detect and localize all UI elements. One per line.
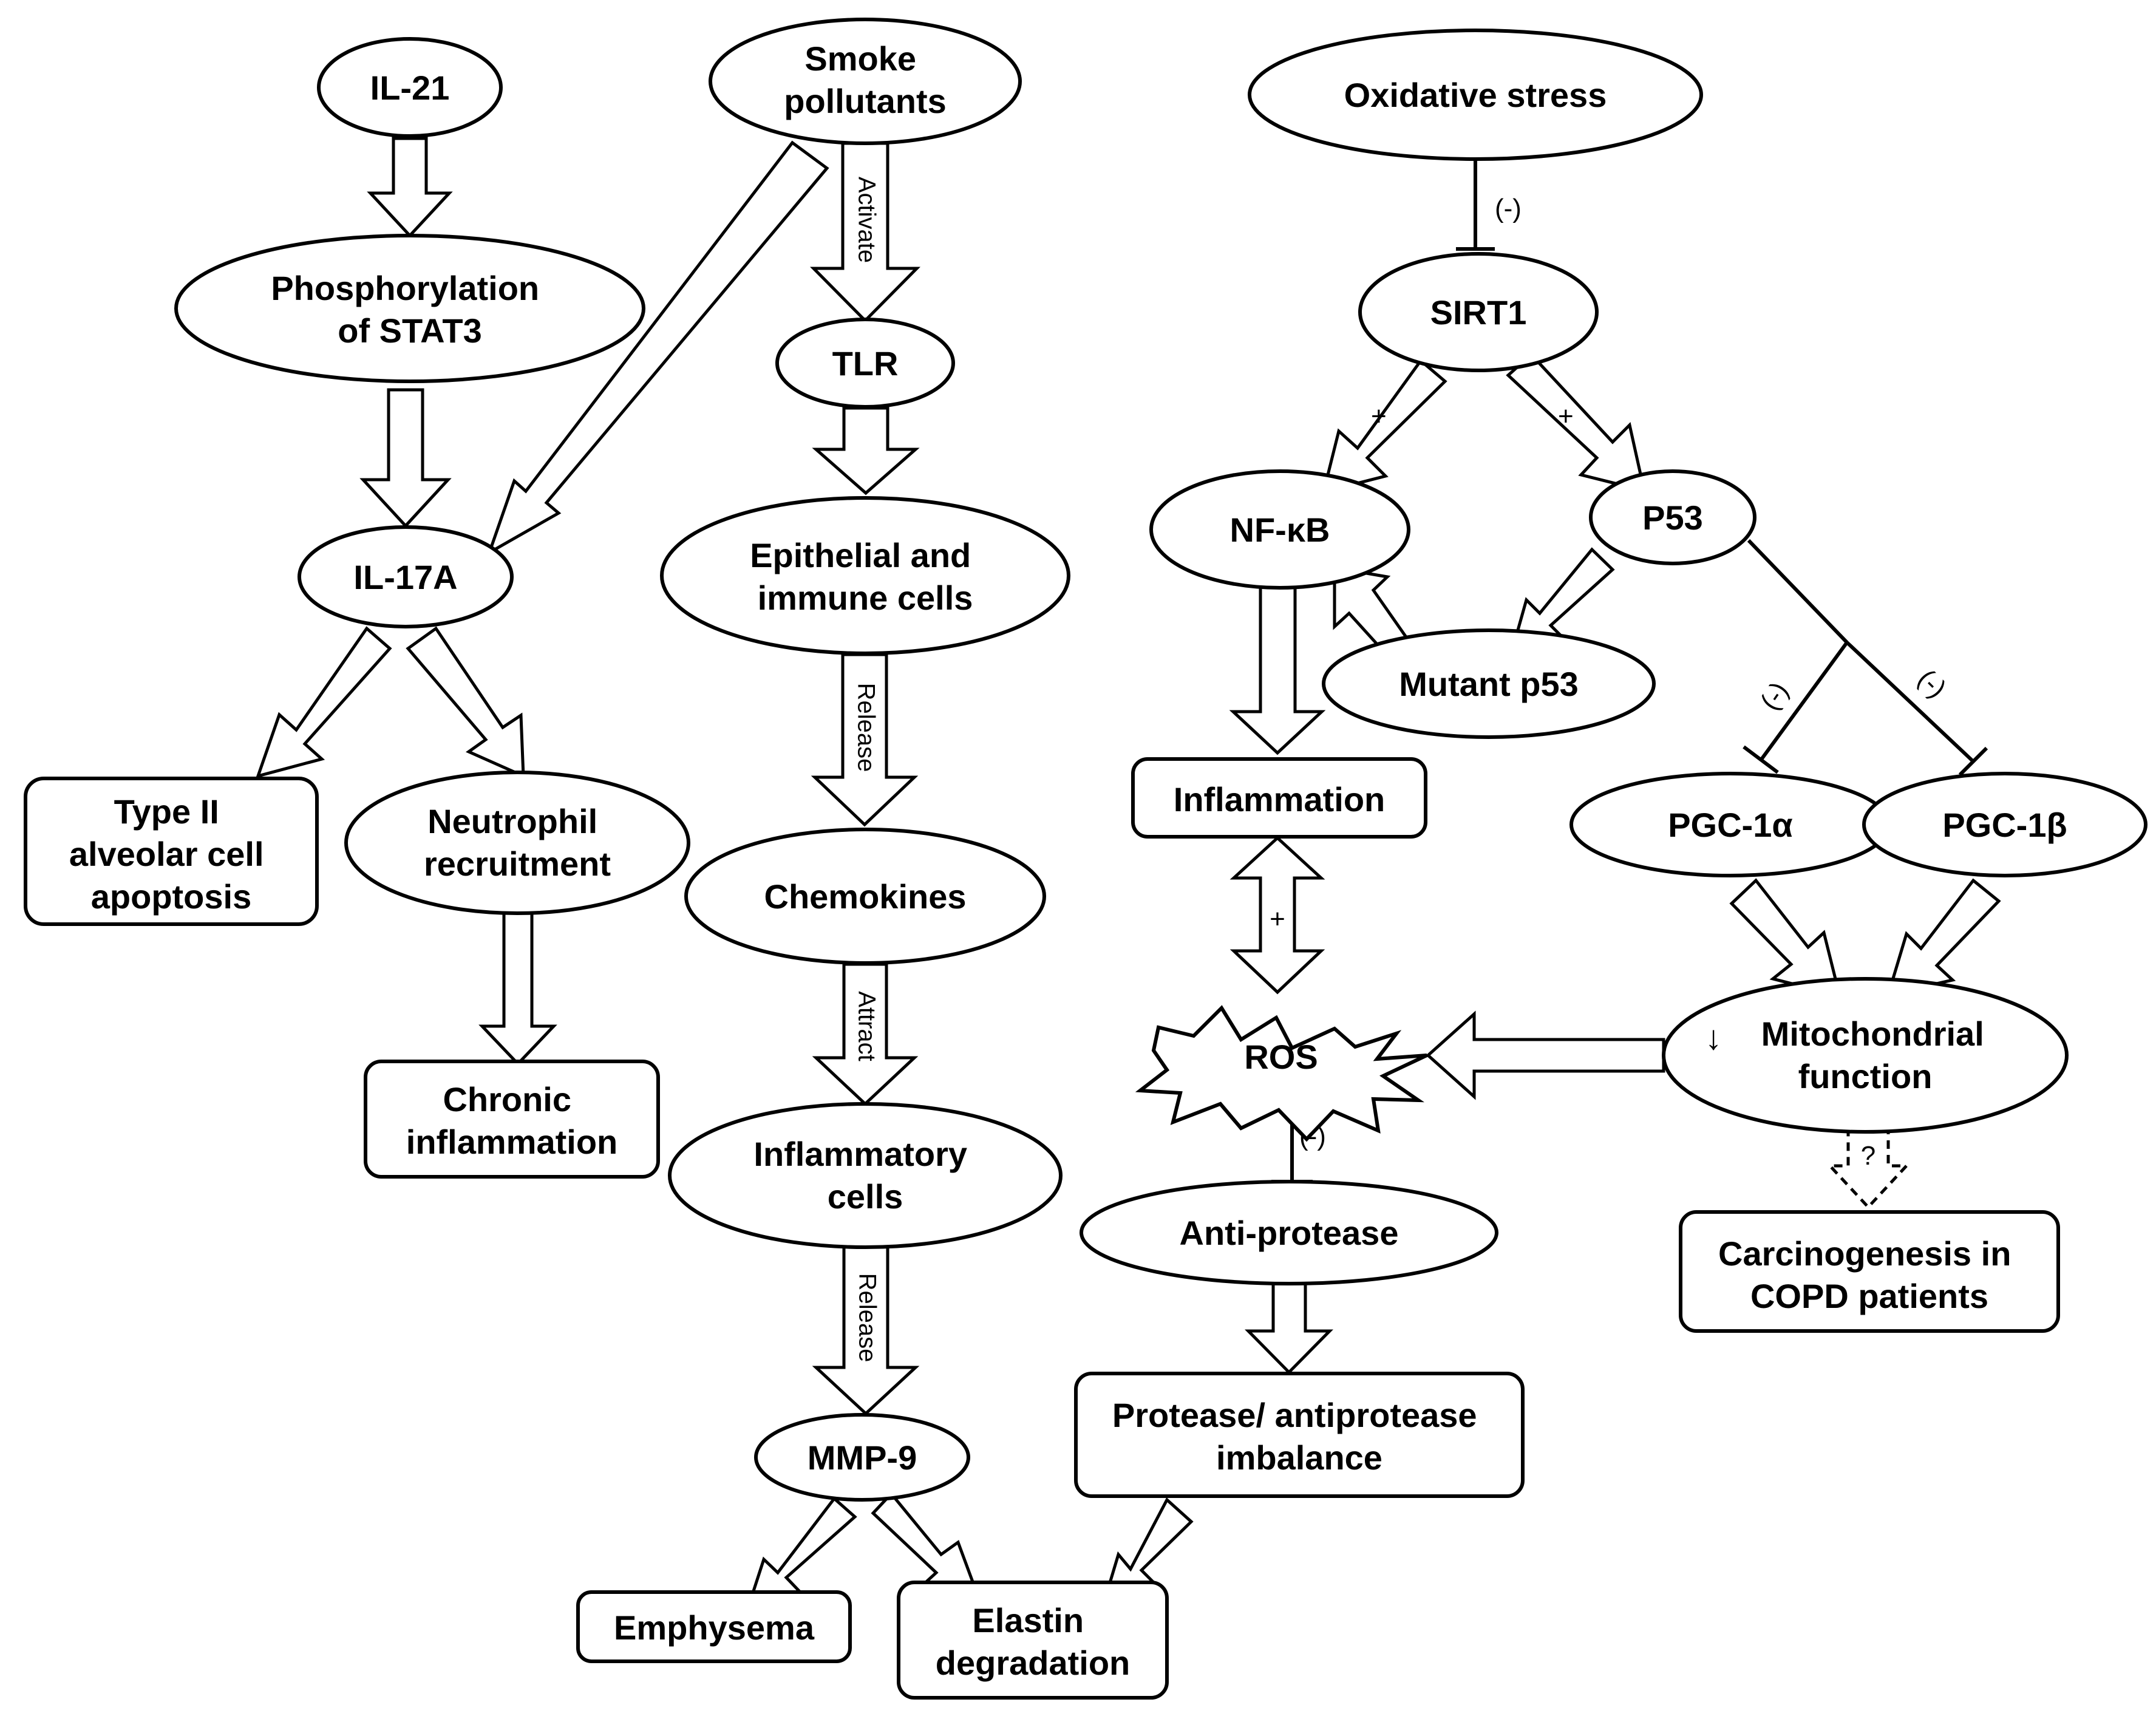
node-chronic-label: Chronic inflammation — [406, 1080, 617, 1161]
node-elastin-degradation: Elastin degradation — [897, 1581, 1169, 1700]
arrow-label-release-1: Release — [852, 683, 879, 772]
node-stat3-label: Phosphorylation of STAT3 — [271, 269, 548, 350]
node-mmp9: MMP-9 — [754, 1413, 970, 1502]
edge-label-ox-sirt1: (-) — [1495, 194, 1522, 223]
edge-label-p53-pgc1a: (-) — [1755, 676, 1794, 715]
node-emphysema-label: Emphysema — [614, 1608, 815, 1647]
arrow-mmp9-to-elastin — [871, 1491, 981, 1601]
node-smoke-pollutants: Smoke pollutants — [709, 18, 1022, 145]
node-emphysema: Emphysema — [576, 1590, 852, 1663]
inhibit-p53-to-pgc1b-bar — [1958, 746, 1988, 777]
node-il17a-label: IL-17A — [353, 558, 457, 596]
arrow-smoke-to-tlr — [810, 141, 920, 323]
arrow-label-release-2: Release — [854, 1273, 880, 1363]
arrow-mito-to-ros — [1426, 1010, 1665, 1100]
node-chronic-inflammation: Chronic inflammation — [364, 1060, 660, 1179]
node-mitochondrial-function: Mitochondrial function ↓ — [1662, 977, 2069, 1134]
arrow-tlr-to-epithelial — [812, 406, 920, 495]
arrow-antiprotease-to-imbalance — [1245, 1279, 1333, 1375]
node-pgc1a-label: PGC-1α — [1668, 806, 1793, 844]
edge-label-sirt1-nfkb: + — [1371, 401, 1387, 431]
node-il21: IL-21 — [317, 37, 503, 138]
arrow-pgc1a-to-mito — [1729, 878, 1842, 998]
inhibit-p53-to-pgc1b — [1845, 641, 1975, 763]
node-inflammatory-cells: Inflammatory cells — [668, 1102, 1063, 1249]
arrow-smoke-to-il17a — [486, 140, 829, 556]
inhibit-p53-to-pgc1a-bar — [1743, 745, 1779, 774]
node-inflammation-label: Inflammation — [1174, 780, 1385, 819]
node-smoke-label: Smoke pollutants — [784, 39, 947, 120]
edge-label-p53-pgc1b: (-) — [1912, 664, 1952, 704]
node-stat3-phosphorylation: Phosphorylation of STAT3 — [174, 234, 645, 383]
arrow-il21-to-stat3 — [367, 137, 453, 238]
edge-label-sirt1-p53: + — [1558, 401, 1574, 431]
node-pgc1b-label: PGC-1β — [1942, 806, 2067, 844]
node-oxidative-stress: Oxidative stress — [1248, 29, 1703, 161]
arrow-inflamcells-to-mmp9 — [812, 1241, 920, 1416]
node-epithelial-immune-cells: Epithelial and immune cells — [660, 496, 1070, 655]
node-protease-imbalance: Protease/ antiprotease imbalance — [1074, 1372, 1525, 1498]
node-sirt1: SIRT1 — [1358, 252, 1599, 372]
node-type2-label: Type II alveolar cell apoptosis — [69, 792, 273, 916]
arrow-sirt1-to-p53 — [1506, 352, 1647, 493]
node-pgc1a: PGC-1α — [1569, 772, 1891, 877]
node-tlr: TLR — [775, 318, 955, 409]
arrow-label-activate: Activate — [853, 177, 880, 263]
node-oxidative-label: Oxidative stress — [1344, 76, 1607, 114]
node-type2-apoptosis: Type II alveolar cell apoptosis — [24, 777, 319, 926]
arrow-pgc1b-to-mito — [1886, 878, 2001, 997]
node-carcino-label: Carcinogenesis in COPD patients — [1718, 1234, 2021, 1315]
node-mutant-p53: Mutant p53 — [1322, 628, 1656, 739]
node-inflamcells-label: Inflammatory cells — [753, 1135, 976, 1216]
node-ros-label: ROS — [1244, 1038, 1318, 1076]
node-antiprotease-label: Anti-protease — [1180, 1214, 1399, 1252]
node-chemokines-label: Chemokines — [764, 877, 967, 916]
node-il17a: IL-17A — [298, 525, 514, 628]
node-nfkb: NF-κB — [1149, 469, 1410, 590]
decrease-arrow-icon: ↓ — [1705, 1018, 1722, 1057]
node-sirt1-label: SIRT1 — [1430, 293, 1527, 332]
arrow-label-attract: Attract — [853, 991, 880, 1061]
node-tlr-label: TLR — [832, 344, 899, 383]
node-elastin-label: Elastin degradation — [936, 1601, 1130, 1682]
node-mutant-p53-label: Mutant p53 — [1399, 665, 1579, 703]
edge-label-inflam-ros: + — [1270, 904, 1285, 934]
node-pgc1b: PGC-1β — [1862, 772, 2147, 877]
node-mmp9-label: MMP-9 — [808, 1438, 917, 1477]
node-carcinogenesis: Carcinogenesis in COPD patients — [1679, 1210, 2060, 1333]
arrow-il17a-to-neutrophil — [406, 626, 525, 778]
node-imbalance-label: Protease/ antiprotease imbalance — [1112, 1396, 1486, 1477]
node-anti-protease: Anti-protease — [1080, 1180, 1498, 1285]
edge-label-mito-carcino: ? — [1861, 1141, 1875, 1171]
node-mito-label: Mitochondrial function — [1761, 1015, 1994, 1095]
node-neutrophil-recruitment: Neutrophil recruitment — [344, 771, 690, 915]
arrow-epithelial-to-chemokines — [811, 653, 919, 827]
arrow-il17a-to-type2 — [256, 626, 392, 778]
node-p53-label: P53 — [1642, 499, 1703, 537]
arrow-stat3-to-il17a — [359, 388, 452, 528]
arrow-inflammation-ros-bidirectional — [1229, 836, 1325, 995]
node-p53: P53 — [1589, 469, 1756, 565]
node-epithelial-label: Epithelial and immune cells — [750, 536, 981, 617]
node-neutrophil-label: Neutrophil recruitment — [424, 802, 611, 883]
node-inflammation: Inflammation — [1131, 757, 1427, 839]
node-chemokines: Chemokines — [684, 828, 1046, 965]
inhibit-p53-to-pgc1a — [1759, 641, 1849, 761]
node-nfkb-label: NF-κB — [1230, 511, 1330, 549]
arrow-nfkb-to-inflammation — [1229, 576, 1326, 755]
inhibit-p53-trunk — [1747, 539, 1849, 644]
arrow-neutrophil-to-chronic — [478, 898, 557, 1066]
node-ros: ROS — [1135, 1005, 1428, 1142]
node-il21-label: IL-21 — [370, 69, 450, 107]
ros-starburst-shape — [1135, 1005, 1428, 1142]
arrow-chemokines-to-inflamcells — [812, 962, 919, 1106]
